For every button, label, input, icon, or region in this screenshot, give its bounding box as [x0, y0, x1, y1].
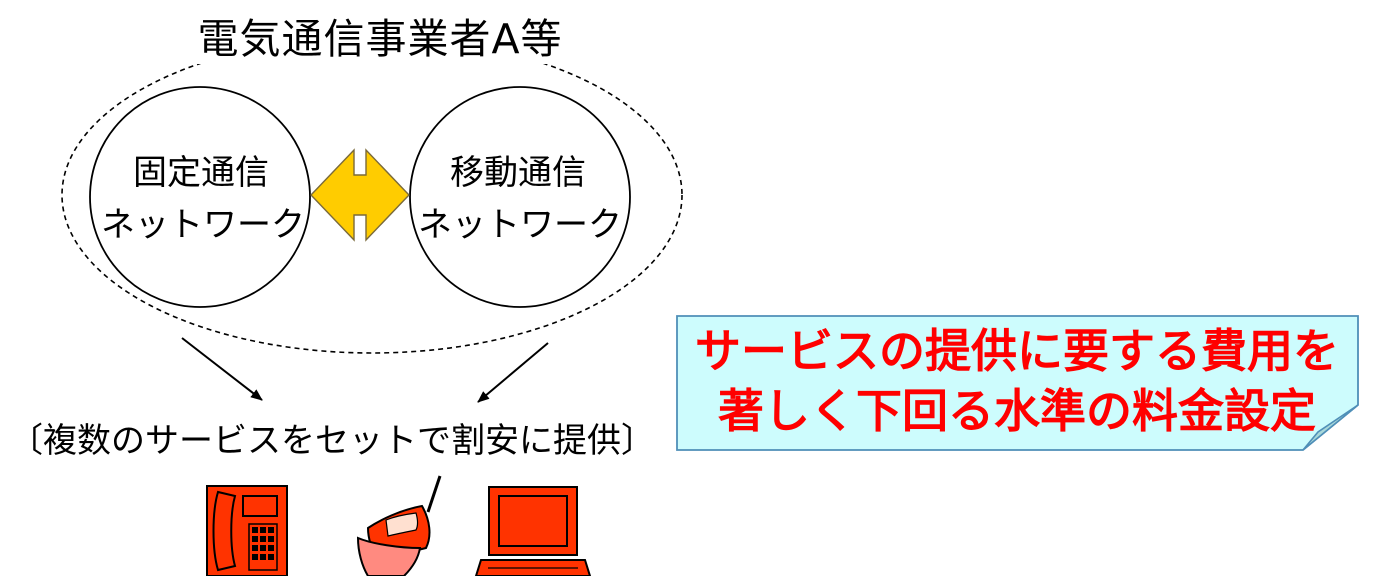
- callout-line-2: 著しく下回る水準の料金設定: [718, 384, 1316, 438]
- mobile-network-circle: [409, 86, 631, 308]
- mobile-phone-icon: [356, 475, 442, 576]
- laptop-icon: [474, 486, 592, 576]
- mobile-network-label-line1: 移動通信: [450, 153, 586, 193]
- right-down-arrow: [477, 342, 549, 403]
- left-down-arrow: [181, 337, 263, 401]
- fixed-network-circle: [89, 86, 311, 308]
- bundle-caption: 〔複数のサービスをセットで割安に提供〕: [9, 421, 655, 461]
- fixed-network-label-line1: 固定通信: [133, 153, 269, 193]
- pricing-callout: サービスの提供に要する費用を 著しく下回る水準の料金設定: [674, 313, 1360, 449]
- mobile-network-label-line2: ネットワーク: [418, 205, 622, 245]
- fixed-network-label-line2: ネットワーク: [101, 205, 305, 245]
- fixed-network-label: 固定通信 ネットワーク: [101, 147, 305, 251]
- callout-line-1: サービスの提供に要する費用を: [695, 324, 1339, 378]
- double-arrow-icon: [310, 148, 410, 242]
- carrier-group-ellipse: [61, 36, 683, 354]
- mobile-network-label: 移動通信 ネットワーク: [418, 147, 622, 251]
- callout-fold-corner: [1302, 404, 1359, 451]
- desk-phone-icon: [206, 485, 288, 576]
- carrier-title: 電気通信事業者A等: [190, 14, 570, 64]
